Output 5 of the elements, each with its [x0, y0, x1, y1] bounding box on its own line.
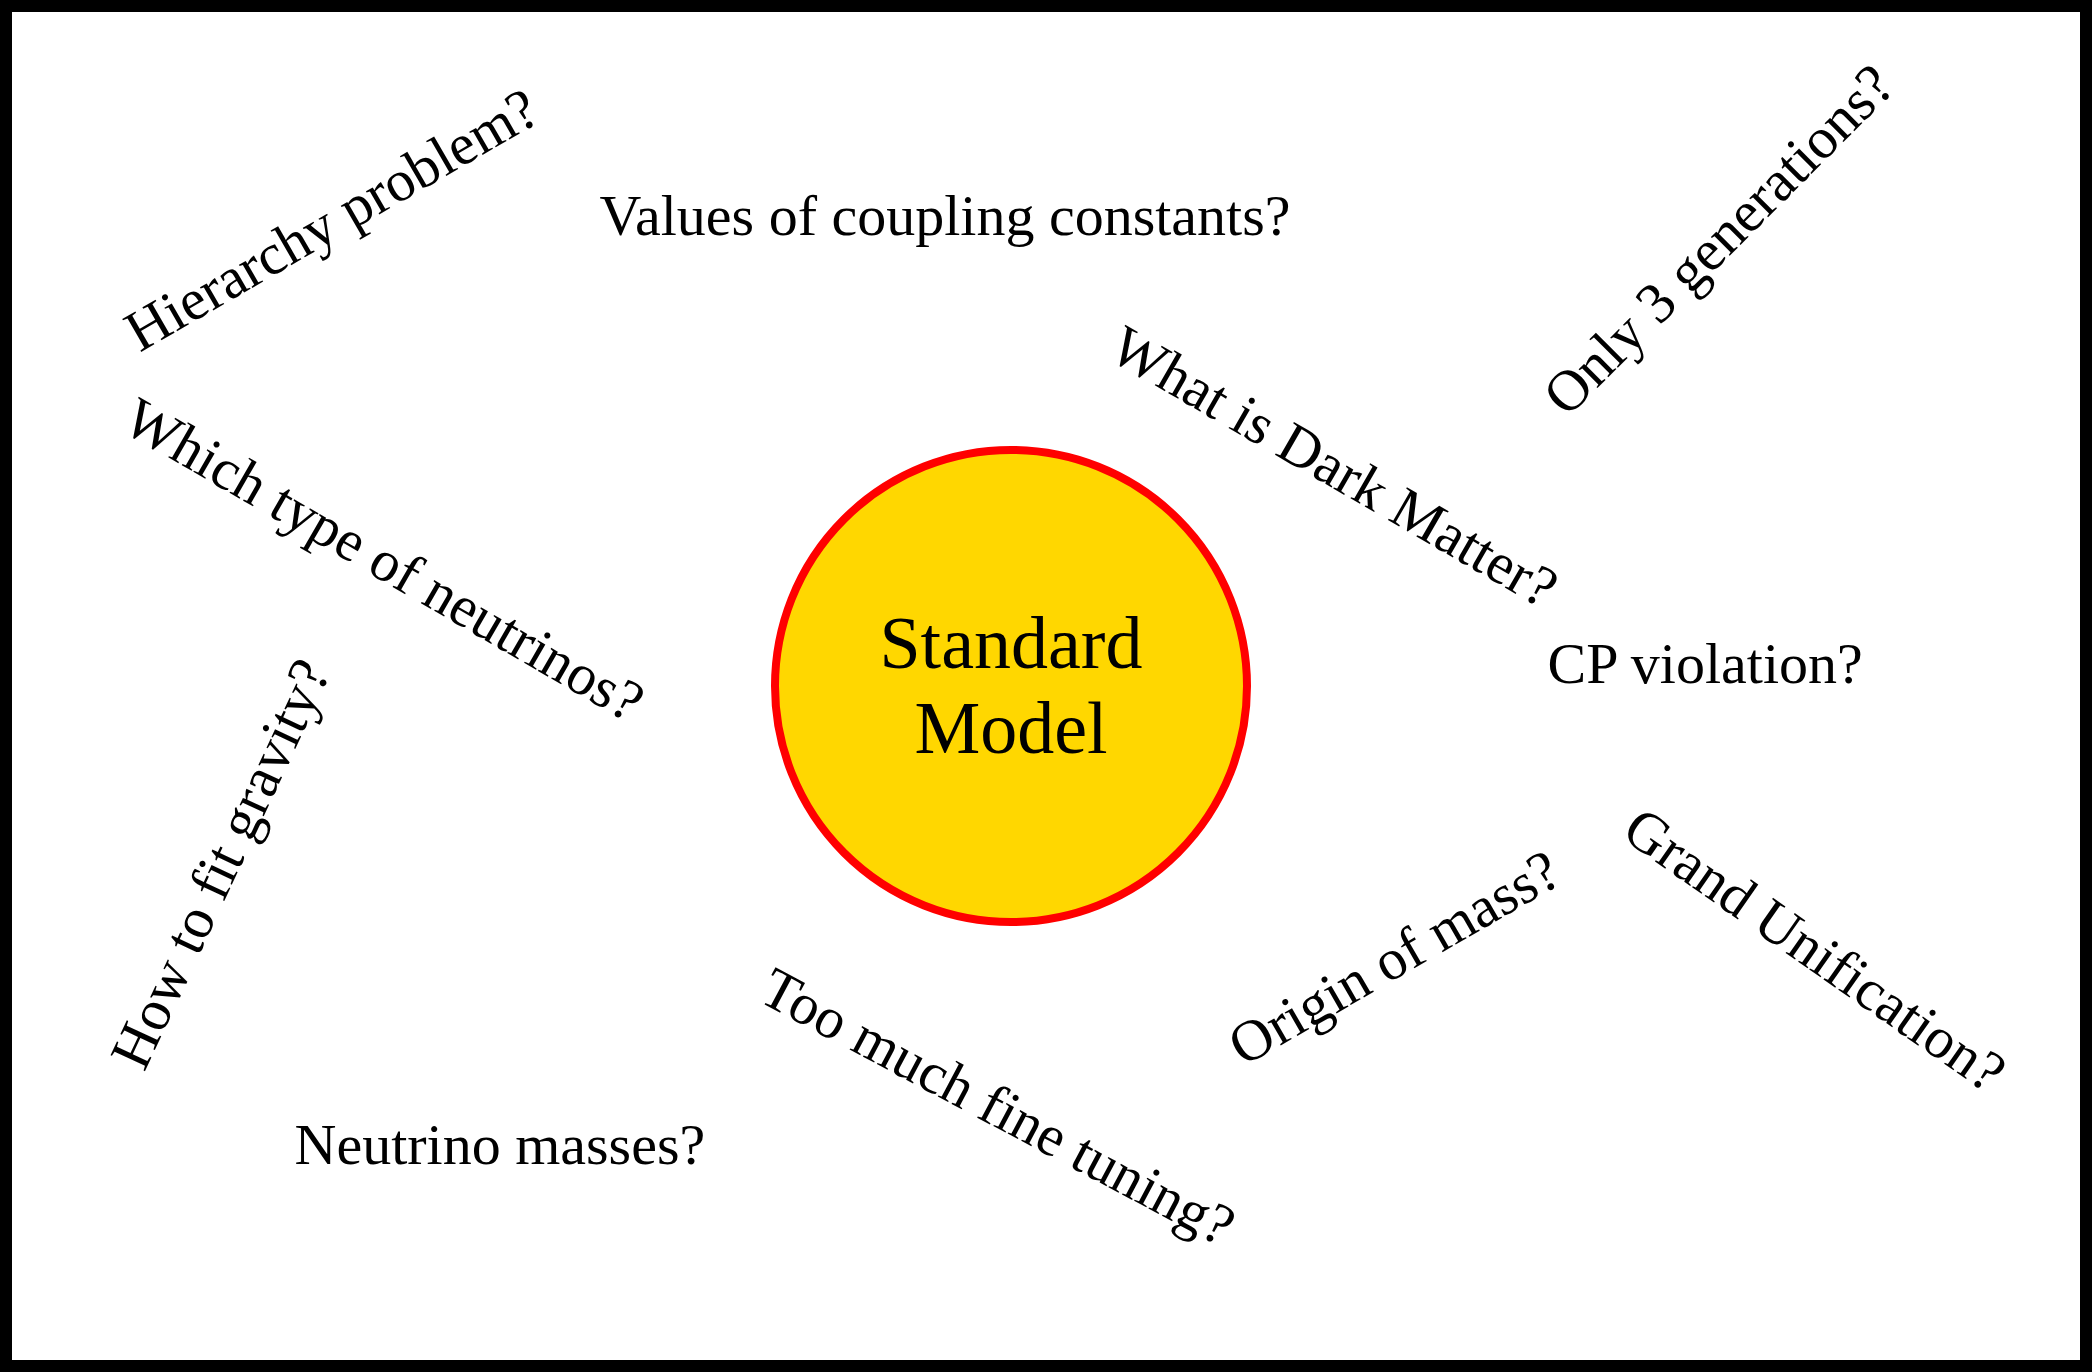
- question-text: Neutrino masses?: [294, 1113, 706, 1177]
- node-label: Standard Model: [878, 600, 1144, 771]
- question-text: How to fit gravity?: [97, 649, 343, 1079]
- question-text: CP violation?: [1547, 632, 1863, 696]
- question-text: Values of coupling constants?: [599, 184, 1291, 248]
